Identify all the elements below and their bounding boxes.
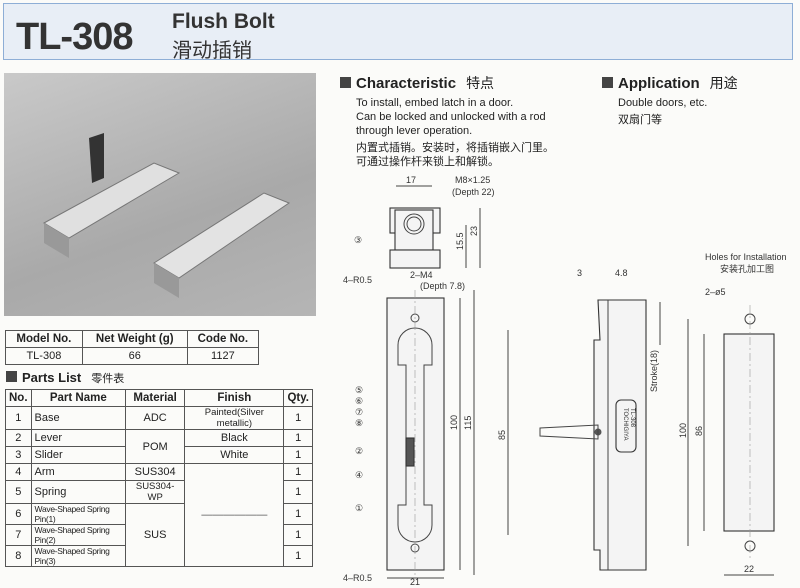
end-view: 17 M8×1.25 (Depth 22) 15.5 23 ③ 4–R0.5 xyxy=(343,175,495,285)
svg-text:4–R0.5: 4–R0.5 xyxy=(343,275,372,285)
svg-text:TOCHIGIYA: TOCHIGIYA xyxy=(622,408,628,440)
svg-text:3: 3 xyxy=(577,268,582,278)
svg-text:M8×1.25: M8×1.25 xyxy=(455,175,490,185)
header-code: Code No. xyxy=(186,330,260,348)
svg-text:③: ③ xyxy=(354,235,362,245)
svg-text:2–M4: 2–M4 xyxy=(410,270,433,280)
product-photo xyxy=(4,73,316,316)
model-number: TL-308 xyxy=(16,16,133,58)
installation-holes-view: Holes for Installation 安装孔加工图 2–ø5 100 8… xyxy=(678,252,787,576)
svg-text:115: 115 xyxy=(463,416,473,430)
svg-text:23: 23 xyxy=(469,226,479,236)
svg-text:⑧: ⑧ xyxy=(355,418,363,428)
svg-text:TL-308: TL-308 xyxy=(629,408,635,428)
svg-text:⑥: ⑥ xyxy=(355,396,363,406)
svg-text:⑦: ⑦ xyxy=(355,407,363,417)
application-text: Double doors, etc.双扇门等 xyxy=(618,97,708,126)
code-value: 1127 xyxy=(186,347,260,365)
svg-text:⑤: ⑤ xyxy=(355,385,363,395)
svg-text:Stroke(18): Stroke(18) xyxy=(649,350,659,392)
svg-text:17: 17 xyxy=(406,175,416,185)
product-name: Flush Bolt xyxy=(172,10,275,33)
product-name-cn: 滑动插销 xyxy=(172,40,252,62)
svg-text:22: 22 xyxy=(744,564,754,574)
col-finish: Finish xyxy=(184,389,285,407)
svg-text:4.8: 4.8 xyxy=(615,268,628,278)
weight-value: 66 xyxy=(81,347,188,365)
title-banner: TL-308 Flush Bolt 滑动插销 xyxy=(3,3,793,62)
flush-bolt-photo xyxy=(42,133,291,298)
characteristic-text: To install, embed latch in a door.Can be… xyxy=(356,97,554,168)
model-value: TL-308 xyxy=(5,347,83,365)
svg-text:100: 100 xyxy=(678,423,688,438)
svg-text:85: 85 xyxy=(497,430,507,440)
svg-text:86: 86 xyxy=(694,426,704,436)
svg-text:(Depth 7.8): (Depth 7.8) xyxy=(420,281,465,291)
svg-text:15.5: 15.5 xyxy=(455,232,465,250)
svg-text:Holes for Installation: Holes for Installation xyxy=(705,252,787,262)
svg-text:安装孔加工图: 安装孔加工图 xyxy=(720,263,774,274)
svg-text:②: ② xyxy=(355,446,363,456)
front-view: 100 115 2–M4(Depth 7.8) ⑤⑥ ⑦⑧ ② ④ ① 4–R0.… xyxy=(343,270,475,587)
side-view: TOCHIGIYA TL-308 85 Stroke(18) 3 4.8 xyxy=(497,268,661,571)
svg-text:100: 100 xyxy=(449,415,459,430)
svg-text:④: ④ xyxy=(355,470,363,480)
svg-text:21: 21 xyxy=(410,577,420,587)
svg-text:(Depth 22): (Depth 22) xyxy=(452,187,495,197)
svg-text:①: ① xyxy=(355,503,363,513)
svg-text:4–R0.5: 4–R0.5 xyxy=(343,573,372,583)
svg-text:2–ø5: 2–ø5 xyxy=(705,287,726,297)
